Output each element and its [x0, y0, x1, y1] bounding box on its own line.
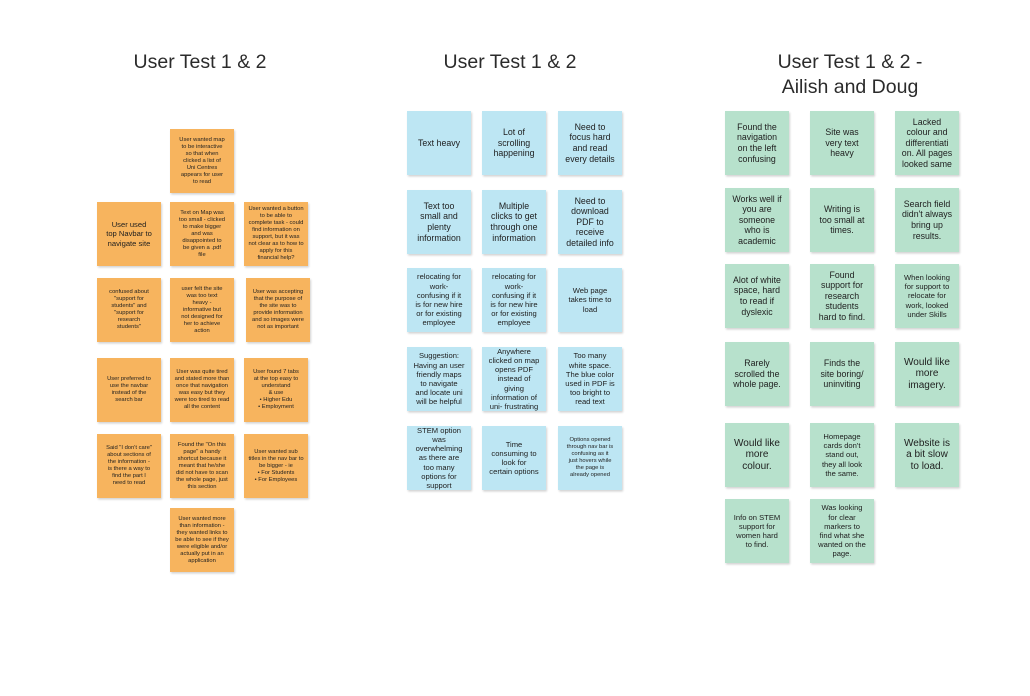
sticky-note[interactable]: Website is a bit slow to load. — [895, 423, 959, 487]
sticky-note[interactable]: Site was very text heavy — [810, 111, 874, 175]
sticky-note[interactable]: User wanted more than information - they… — [170, 508, 234, 572]
sticky-note[interactable]: Text heavy — [407, 111, 471, 175]
sticky-note[interactable]: Said "I don't care" about sections of th… — [97, 434, 161, 498]
sticky-note[interactable]: Alot of white space, hard to read if dys… — [725, 264, 789, 328]
sticky-note[interactable]: Suggestion: Having an user friendly maps… — [407, 347, 471, 411]
sticky-note[interactable]: relocating for work- confusing if it is … — [407, 268, 471, 332]
sticky-note[interactable]: Time consuming to look for certain optio… — [482, 426, 546, 490]
sticky-note[interactable]: User was accepting that the purpose of t… — [246, 278, 310, 342]
sticky-note[interactable]: Text on Map was too small - clicked to m… — [170, 202, 234, 266]
sticky-note[interactable]: Works well if you are someone who is aca… — [725, 188, 789, 252]
sticky-note[interactable]: confused about "support for students" an… — [97, 278, 161, 342]
column-title-2: User Test 1 & 2 — [443, 51, 577, 73]
sticky-note[interactable]: Need to focus hard and read every detail… — [558, 111, 622, 175]
sticky-note[interactable]: Anywhere clicked on map opens PDF instea… — [482, 347, 546, 411]
sticky-note[interactable]: Would like more imagery. — [895, 342, 959, 406]
sticky-note[interactable]: User was quite tired and stated more tha… — [170, 358, 234, 422]
sticky-note[interactable]: Rarely scrolled the whole page. — [725, 342, 789, 406]
sticky-note[interactable]: User wanted map to be interactive so tha… — [170, 129, 234, 193]
sticky-note[interactable]: user felt the site was too text heavy - … — [170, 278, 234, 342]
sticky-note[interactable]: Found support for research students hard… — [810, 264, 874, 328]
sticky-note[interactable]: Homepage cards don't stand out, they all… — [810, 423, 874, 487]
sticky-note[interactable]: User found 7 tabs at the top easy to und… — [244, 358, 308, 422]
sticky-note[interactable]: Info on STEM support for women hard to f… — [725, 499, 789, 563]
sticky-note[interactable]: Text too small and plenty information — [407, 190, 471, 254]
column-title-3: User Test 1 & 2 - Ailish and Doug — [777, 51, 923, 98]
sticky-note[interactable]: Options opened through nav bar is confus… — [558, 426, 622, 490]
sticky-note[interactable]: Would like more colour. — [725, 423, 789, 487]
sticky-note[interactable]: User wanted sub titles in the nav bar to… — [244, 434, 308, 498]
sticky-note[interactable]: Finds the site boring/ uninviting — [810, 342, 874, 406]
sticky-note[interactable]: When looking for support to relocate for… — [895, 264, 959, 328]
sticky-note[interactable]: Found the navigation on the left confusi… — [725, 111, 789, 175]
column-title-1: User Test 1 & 2 — [133, 51, 267, 73]
sticky-note[interactable]: STEM option was overwhelming as there ar… — [407, 426, 471, 490]
sticky-note[interactable]: User used top Navbar to navigate site — [97, 202, 161, 266]
sticky-note[interactable]: Web page takes time to load — [558, 268, 622, 332]
sticky-note[interactable]: Multiple clicks to get through one infor… — [482, 190, 546, 254]
sticky-note[interactable]: Need to download PDF to receive detailed… — [558, 190, 622, 254]
sticky-note[interactable]: User wanted a button to be able to compl… — [244, 202, 308, 266]
sticky-note[interactable]: relocating for work- confusing if it is … — [482, 268, 546, 332]
sticky-note[interactable]: Writing is too small at times. — [810, 188, 874, 252]
sticky-note[interactable]: Found the "On this page" a handy shortcu… — [170, 434, 234, 498]
sticky-note[interactable]: Was looking for clear markers to find wh… — [810, 499, 874, 563]
sticky-note[interactable]: Lacked colour and differentiati on. All … — [895, 111, 959, 175]
sticky-note[interactable]: Too many white space. The blue color use… — [558, 347, 622, 411]
sticky-note[interactable]: Search field didn't always bring up resu… — [895, 188, 959, 252]
sticky-note[interactable]: User preferred to use the navbar instead… — [97, 358, 161, 422]
sticky-note[interactable]: Lot of scrolling happening — [482, 111, 546, 175]
